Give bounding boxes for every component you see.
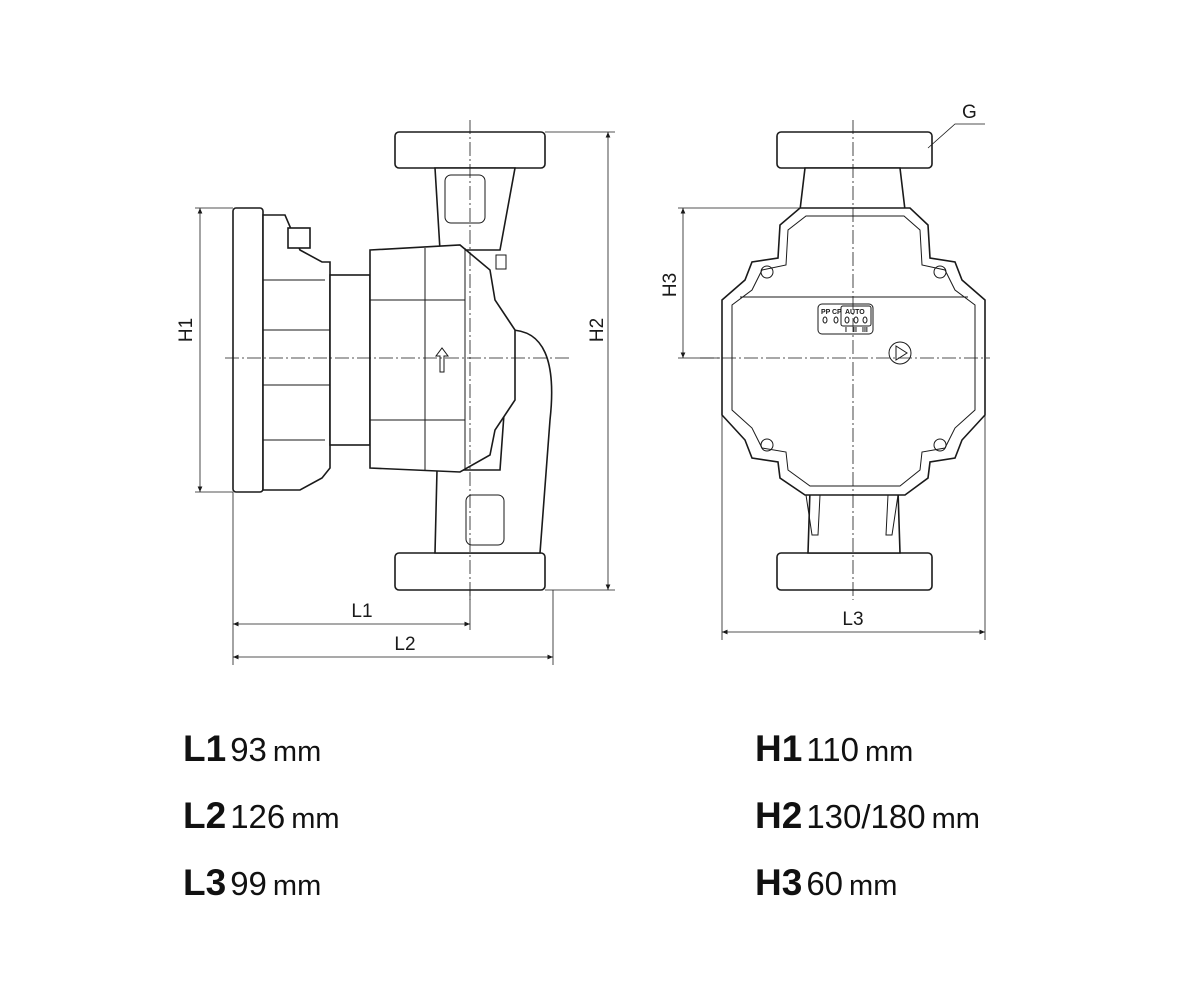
pump-side-view: H1 H2 L1 L2 xyxy=(176,120,615,665)
label-auto: AUTO xyxy=(845,309,865,316)
spec-key: H1 xyxy=(755,728,803,769)
label-h3: H3 xyxy=(660,273,681,297)
label-cp: CP xyxy=(832,309,842,316)
label-l3: L3 xyxy=(842,609,863,630)
label-h1: H1 xyxy=(176,318,197,342)
spec-value: 93 xyxy=(230,731,267,768)
spec-key: H2 xyxy=(755,795,803,836)
spec-key: L3 xyxy=(183,862,227,903)
terminal-box xyxy=(262,214,331,491)
terminal-box-cover xyxy=(232,207,264,493)
control-panel xyxy=(817,303,874,335)
spec-unit: mm xyxy=(272,736,322,768)
label-g: G xyxy=(962,102,977,123)
start-button-icon xyxy=(888,341,912,365)
spec-unit: mm xyxy=(864,736,914,768)
motor-body xyxy=(721,207,986,496)
spec-value: 126 xyxy=(230,798,286,835)
flow-arrow-icon xyxy=(435,347,449,373)
spec-value: 99 xyxy=(230,865,267,902)
spec-key: L1 xyxy=(183,728,227,769)
upper-pipe xyxy=(434,167,516,251)
label-speed-2: II xyxy=(853,327,857,334)
spec-unit: mm xyxy=(931,803,980,835)
spec-value: 110 xyxy=(806,731,859,768)
spec-key: H3 xyxy=(755,862,803,903)
spec-unit: mm xyxy=(272,870,322,902)
spec-unit: mm xyxy=(849,870,898,902)
motor-housing xyxy=(369,244,516,473)
pump-front-view: PP CP AUTO I II III H3 L3 G xyxy=(660,102,990,640)
label-l1: L1 xyxy=(351,601,372,622)
spec-key: L2 xyxy=(183,795,227,836)
label-speed-1: I xyxy=(845,327,847,334)
label-pp: PP xyxy=(821,309,831,316)
label-h2: H2 xyxy=(587,318,608,342)
label-speed-3: III xyxy=(862,327,868,334)
spec-value: 130/180 xyxy=(806,798,926,835)
spec-value: 60 xyxy=(806,865,844,902)
spec-unit: mm xyxy=(291,803,340,835)
label-l2: L2 xyxy=(394,634,415,655)
